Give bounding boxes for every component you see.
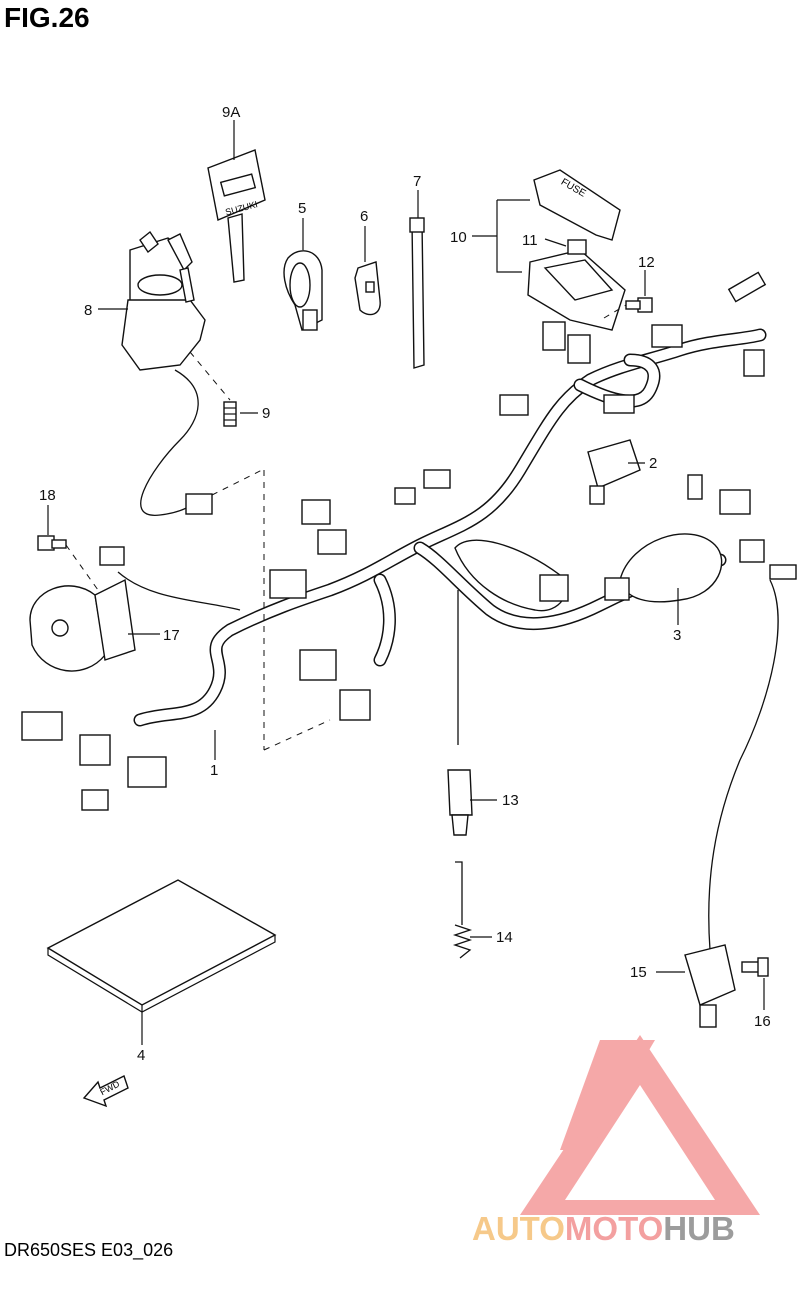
switch-connector (185, 493, 213, 515)
watermark-logo (520, 1035, 760, 1215)
clamp-6 (354, 261, 381, 316)
screw-18 (37, 535, 67, 551)
clamp-5 (283, 250, 323, 332)
manual-sheet-4 (46, 879, 277, 1013)
callout-2: 2 (649, 455, 657, 472)
ignition-coil-3 (604, 533, 723, 603)
watermark-moto: MOTO (564, 1210, 664, 1247)
callout-6: 6 (360, 208, 368, 225)
callout-10: 10 (450, 229, 467, 246)
spring-14 (452, 861, 473, 959)
switch-15 (684, 579, 779, 1028)
fuse-11 (567, 239, 587, 255)
callout-11: 11 (522, 232, 538, 249)
screw-16 (741, 957, 769, 977)
ignition-switch (121, 230, 206, 371)
fuse-box-cover: FUSE (533, 169, 621, 241)
forward-arrow-icon: FWD (82, 1075, 129, 1108)
screw-12 (625, 297, 653, 313)
callout-12: 12 (638, 254, 655, 271)
watermark-auto: AUTO (472, 1210, 565, 1247)
harness-connectors (21, 271, 797, 811)
watermark-text: AUTOMOTOHUB (472, 1210, 735, 1248)
callout-4: 4 (137, 1047, 145, 1064)
callout-9: 9 (262, 405, 270, 422)
switch-13 (447, 590, 473, 836)
callout-9a: 9A (222, 104, 240, 121)
callout-13: 13 (502, 792, 519, 809)
harness-coil (454, 539, 569, 612)
callout-7: 7 (413, 173, 421, 190)
main-wiring-harness (133, 328, 767, 727)
callout-14: 14 (496, 929, 513, 946)
callout-5: 5 (298, 200, 306, 217)
callout-3: 3 (673, 627, 681, 644)
watermark-hub: HUB (663, 1210, 735, 1247)
model-code: DR650SES E03_026 (4, 1240, 174, 1260)
callout-labels: 9A 8 9 5 6 7 10 11 12 2 18 17 1 3 13 14 … (39, 104, 771, 1064)
callout-16: 16 (754, 1013, 771, 1030)
callout-15: 15 (630, 964, 647, 981)
callout-18: 18 (39, 487, 56, 504)
fuse-box-base (527, 239, 626, 331)
figure-title: FIG.26 (4, 2, 90, 33)
callout-17: 17 (163, 627, 180, 644)
callout-1: 1 (210, 762, 218, 779)
cable-tie-7 (409, 217, 425, 369)
horn-17 (29, 546, 241, 672)
screw-9 (223, 401, 237, 427)
relay-2 (587, 439, 641, 505)
ignition-key: SUZUKI (207, 149, 266, 283)
callout-8: 8 (84, 302, 92, 319)
